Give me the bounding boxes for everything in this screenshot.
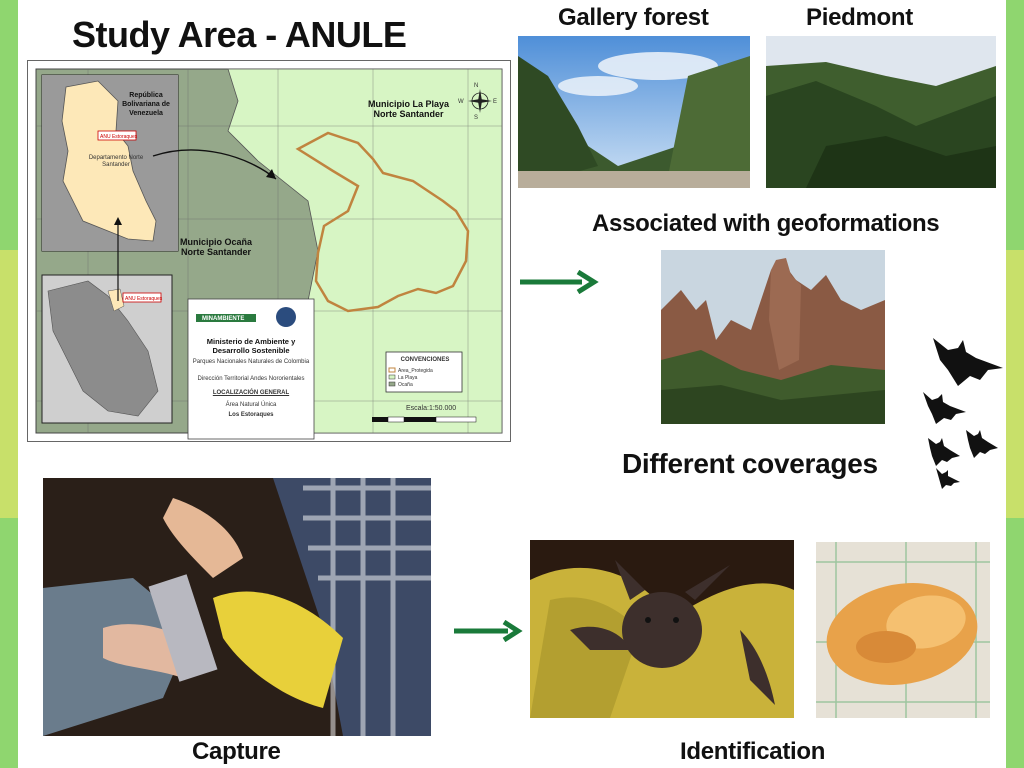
bat-silhouettes-icon [923,338,1003,489]
caption-gallery-forest: Gallery forest [558,4,709,31]
right-side-bar [1006,0,1024,768]
arrow-right-bottom-icon [454,620,523,642]
label-anu-1: ANU Estoraques [100,134,138,140]
photo-geoformations [661,250,885,424]
left-side-bar [0,0,18,768]
parques-text: Parques Nacionales Naturales de Colombia [192,359,310,365]
direccion-text: Dirección Territorial Andes Nororientale… [197,376,305,382]
compass-e: E [493,99,498,105]
localizacion-text: LOCALIZACIÓN GENERAL [212,390,290,396]
legend-item-protegida: Area_Protegida [398,368,433,374]
scale-text: Escala:1:50.000 [406,405,457,412]
estoraques-text: Los Estoraques [228,412,274,418]
photo-seed [816,542,990,718]
photo-gallery-forest [518,36,750,188]
compass-s: S [474,115,479,121]
caption-coverages: Different coverages [622,448,878,479]
page-title: Study Area - ANULE [72,14,407,55]
caption-capture: Capture [192,738,281,765]
label-anu-2: ANU Estoraques [125,296,163,302]
compass-w: W [458,99,464,105]
legend-item-ocana: Ocaña [398,382,413,388]
arrow-right-icon [520,270,599,294]
map-graphic [35,68,503,440]
label-departamento: Departamento Norte Santander [88,155,144,168]
caption-piedmont: Piedmont [806,4,913,31]
label-venezuela: República Bolivariana de Venezuela [122,92,170,117]
photo-capture [43,478,431,736]
photo-bat [530,540,794,718]
minambiente-logo: MINAMBIENTE [202,316,245,322]
legend-item-la-playa: La Playa [398,375,418,381]
photo-piedmont [766,36,996,188]
area-natural-text: Área Natural Única [225,402,277,408]
compass-n: N [474,83,479,89]
ministerio-text: Ministerio de Ambiente y Desarrollo Sost… [206,337,296,355]
caption-identification: Identification [680,738,826,765]
legend-title: CONVENCIONES [400,357,450,363]
caption-geoformations: Associated with geoformations [592,210,940,237]
